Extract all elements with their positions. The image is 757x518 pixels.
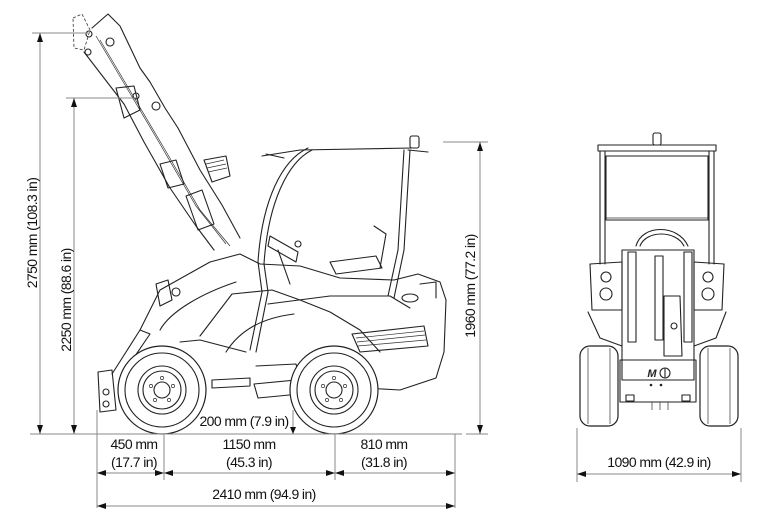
seat-and-steering: [267, 225, 387, 285]
arrow-icon: [37, 425, 43, 434]
side-view-loader: [72, 13, 447, 435]
rear-overhang-mm-label: 810 mm: [361, 436, 408, 452]
arrow-icon: [577, 471, 586, 477]
brand-logo: M: [647, 368, 657, 380]
arrow-icon: [290, 427, 296, 434]
arrow-icon: [97, 503, 106, 509]
arrow-icon: [71, 98, 77, 107]
arrow-icon: [477, 142, 483, 151]
chassis-body: [97, 253, 447, 413]
wheelbase-in-label: (45.3 in): [226, 454, 272, 470]
arrow-icon: [326, 470, 335, 476]
arrow-icon: [37, 33, 43, 42]
overall-height-label: 1960 mm (77.2 in): [462, 234, 478, 337]
loader-boom: [72, 13, 241, 251]
roll-cage: [249, 135, 429, 353]
front-overhang-in-label: (17.7 in): [111, 454, 157, 470]
arrow-icon: [155, 470, 164, 476]
pin-height-label: 2250 mm (88.6 in): [58, 248, 74, 351]
arrow-icon: [477, 425, 483, 434]
max-lift-height-label: 2750 mm (108.3 in): [24, 178, 40, 289]
front-view-dimensions: 1090 mm (42.9 in): [576, 428, 742, 482]
front-overhang-mm-label: 450 mm: [111, 436, 158, 452]
arrow-icon: [71, 425, 77, 434]
front-wheel: [117, 345, 207, 435]
arrow-icon: [164, 470, 173, 476]
arrow-icon: [446, 503, 455, 509]
arrow-icon: [335, 470, 344, 476]
arrow-icon: [446, 470, 455, 476]
ground-clearance-label: 200 mm (7.9 in): [199, 413, 288, 429]
rear-wheel: [289, 345, 379, 435]
wheelbase-mm-label: 1150 mm: [222, 436, 275, 452]
arrow-icon: [97, 470, 106, 476]
front-right-tire: [699, 345, 739, 427]
front-view-loader: M: [579, 132, 739, 427]
rear-overhang-in-label: (31.8 in): [361, 454, 407, 470]
arrow-icon: [732, 471, 741, 477]
overall-length-label: 2410 mm (94.9 in): [212, 486, 315, 502]
side-view-dimensions: 2750 mm (108.3 in) 2250 mm (88.6 in) 196…: [24, 32, 488, 509]
overall-width-label: 1090 mm (42.9 in): [607, 454, 710, 470]
front-left-tire: [579, 345, 619, 427]
